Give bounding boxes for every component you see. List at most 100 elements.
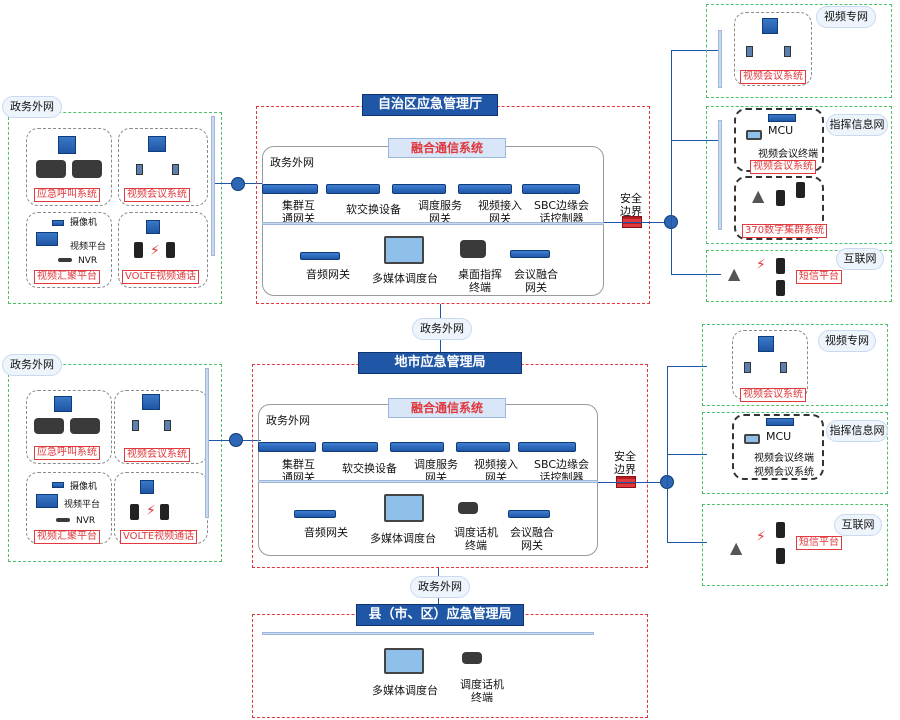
top-video-conf-label: 视频会议系统 [740, 70, 806, 84]
mid-conf-monitor-icon-2 [164, 420, 171, 431]
mid-conf-server-icon [142, 394, 160, 410]
top-conf-monitor-icon [136, 164, 143, 175]
bottom-center-box [252, 614, 648, 718]
top-switch-label-3: 视频接入 网关 [478, 199, 522, 225]
top-switch-4 [522, 184, 580, 194]
top-group-video-conf [118, 128, 208, 206]
top-camera-icon [52, 220, 64, 226]
top-internet-box [706, 250, 892, 302]
mid-internet-signal-icon: ⚡ [756, 529, 766, 545]
mid-switch-4 [518, 442, 576, 452]
bottom-terminal-label-1: 调度话机 终端 [460, 678, 504, 704]
top-internet-phone-icon [776, 258, 785, 274]
top-terminal-audio-icon [300, 252, 340, 260]
top-terminal-label-0: 音频网关 [306, 268, 350, 281]
top-conf-monitor-icon-2 [172, 164, 179, 175]
bottom-title: 县（市、区）应急管理局 [356, 604, 524, 626]
top-switch-2 [392, 184, 446, 194]
mid-conf-system-label: 视频会议系统 [754, 467, 814, 478]
top-device-camera: 摄像机 [70, 218, 98, 228]
bottom-terminal-phone-icon [462, 652, 482, 664]
mid-camera-icon [52, 482, 64, 488]
mid-video-net-cloud: 视频专网 [818, 330, 876, 352]
mid-sms-label: 短信平台 [796, 536, 842, 550]
mid-call-phone-icon-2 [70, 418, 100, 434]
top-sms-label: 短信平台 [796, 270, 842, 284]
mid-group-label-1: 视频会议系统 [124, 448, 190, 462]
top-terminal-label-2: 桌面指挥 终端 [458, 268, 502, 294]
top-trunk-radio-icon [776, 190, 785, 206]
top-right-branch-2 [671, 274, 721, 275]
mid-left-link [209, 440, 235, 441]
top-call-phone-icon-2 [72, 160, 102, 178]
mid-call-phone-icon [34, 418, 64, 434]
top-terminal-conf-icon [510, 250, 550, 258]
top-left-net-cloud: 政务外网 [2, 96, 62, 118]
top-device-nvr: NVR [78, 256, 98, 266]
mid-internet-tower-icon: ▲ [730, 538, 743, 557]
mid-left-vertical-bus [205, 368, 209, 518]
top-fusion-bus [262, 222, 604, 225]
top-router-link [245, 183, 263, 184]
top-inner-net: 政务外网 [270, 156, 314, 169]
top-switch-3 [458, 184, 512, 194]
top-internet-tower-icon: ▲ [728, 264, 741, 283]
top-volte-phone-icon-2 [166, 242, 175, 258]
mid-left-network-box [8, 364, 222, 562]
top-left-vertical-bus [211, 116, 215, 256]
mid-video-monitor-icon-2 [780, 362, 787, 373]
top-group-label-3: VOLTE视频通话 [122, 270, 200, 284]
mid-group-label-0: 应急呼叫系统 [34, 446, 100, 460]
top-left-network-box [8, 112, 222, 304]
mid-video-server-icon [758, 336, 774, 352]
mid-device-camera: 摄像机 [70, 482, 98, 492]
mid-mcu-group [732, 414, 824, 480]
top-conf-terminal-icon [746, 130, 762, 140]
top-terminal-desk-icon [460, 240, 486, 258]
top-group-video-agg [26, 212, 112, 288]
mid-cmd-net-box [702, 412, 888, 494]
mid-device-platform: 视频平台 [64, 500, 101, 510]
mid-right-branch-1 [667, 454, 707, 455]
mid-terminal-label-0: 音频网关 [304, 526, 348, 539]
top-terminal-label-3: 会议融合 网关 [514, 268, 558, 294]
top-left-link [215, 183, 237, 184]
mid-video-monitor-icon [744, 362, 751, 373]
mid-terminal-label-3: 会议融合 网关 [510, 526, 554, 552]
mid-terminal-label-2: 调度话机 终端 [454, 526, 498, 552]
mid-left-net-cloud: 政务外网 [2, 354, 62, 376]
mid-group-label-2: 视频汇聚平台 [34, 530, 100, 544]
top-video-monitor-icon [746, 46, 753, 57]
mid-fusion-bus [258, 480, 598, 483]
top-trunk-tower-icon: ▲ [752, 186, 765, 205]
mid-title: 地市应急管理局 [358, 352, 522, 374]
mid-right-branch-0 [667, 366, 707, 367]
mid-inner-net: 政务外网 [266, 414, 310, 427]
mid-cloud: 政务外网 [412, 318, 472, 340]
bottom-bus [262, 632, 594, 635]
mid-conf-monitor-icon [132, 420, 139, 431]
top-video-net-cloud: 视频专网 [816, 6, 876, 28]
mid-switch-3 [456, 442, 510, 452]
mid-cmd-net-cloud: 指挥信息网 [826, 420, 888, 442]
mid-terminal-conf-icon [508, 510, 550, 518]
mid-switch-2 [390, 442, 444, 452]
top-right-trunk [671, 50, 672, 274]
top-video-server-icon [762, 18, 778, 34]
top-switch-1 [326, 184, 380, 194]
top-mcu-icon [768, 114, 796, 122]
top-left-router-icon [231, 177, 245, 191]
mid-left-router-icon [229, 433, 243, 447]
top-internet-cloud: 互联网 [836, 248, 884, 270]
mid-group-label-3: VOLTE视频通话 [120, 530, 198, 544]
mid-video-conf-label: 视频会议系统 [740, 388, 806, 402]
mid-video-net-box [702, 324, 888, 406]
top-group-label-1: 视频会议系统 [124, 188, 190, 202]
mid-conf-terminal-label: 视频会议终端 [754, 453, 814, 464]
mid-nvr-icon [56, 518, 70, 522]
top-mcu-label: MCU [768, 124, 794, 137]
top-call-server-icon [58, 136, 76, 154]
mid-switch-label-1: 软交换设备 [342, 462, 397, 475]
top-trunk-label: 370数字集群系统 [742, 224, 828, 238]
top-trunk-group [734, 176, 824, 240]
